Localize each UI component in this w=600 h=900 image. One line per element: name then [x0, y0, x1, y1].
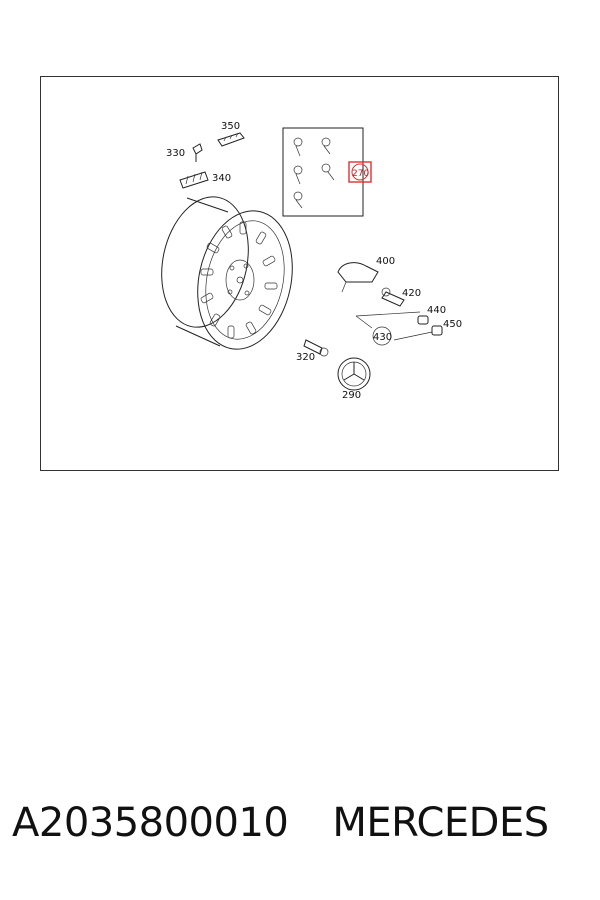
hub-cap-emblem-290: [337, 357, 371, 391]
leader-430: [355, 311, 433, 346]
callout-290: 290: [342, 390, 361, 401]
wheel-rim: [161, 196, 293, 350]
callout-440: 440: [427, 305, 446, 316]
callout-420: 420: [402, 288, 421, 299]
callout-320: 320: [296, 352, 315, 363]
callout-270-highlight: [348, 161, 372, 183]
part-number: A2035800010: [12, 800, 289, 846]
diagram-frame: [40, 76, 559, 471]
callout-270: 270: [352, 169, 369, 179]
balance-weight-350: [217, 132, 245, 147]
valve-stem-420: [381, 287, 405, 307]
wheel-bolt-320: [303, 339, 329, 357]
brand-name: MERCEDES: [332, 800, 549, 846]
wheel-bolt-kit: [282, 127, 364, 217]
valve-cap-450: [431, 325, 443, 336]
callout-330: 330: [166, 148, 185, 159]
callout-340: 340: [212, 173, 231, 184]
product-caption: A2035800010 MERCEDES: [12, 800, 592, 860]
balance-weight-340: [179, 171, 209, 189]
tpms-sensor-400: [337, 262, 379, 293]
valve-nut-440: [417, 315, 429, 325]
callout-400: 400: [376, 256, 395, 267]
callout-430: 430: [373, 332, 392, 343]
callout-450: 450: [443, 319, 462, 330]
clip-330: [192, 143, 203, 162]
callout-350: 350: [221, 121, 240, 132]
